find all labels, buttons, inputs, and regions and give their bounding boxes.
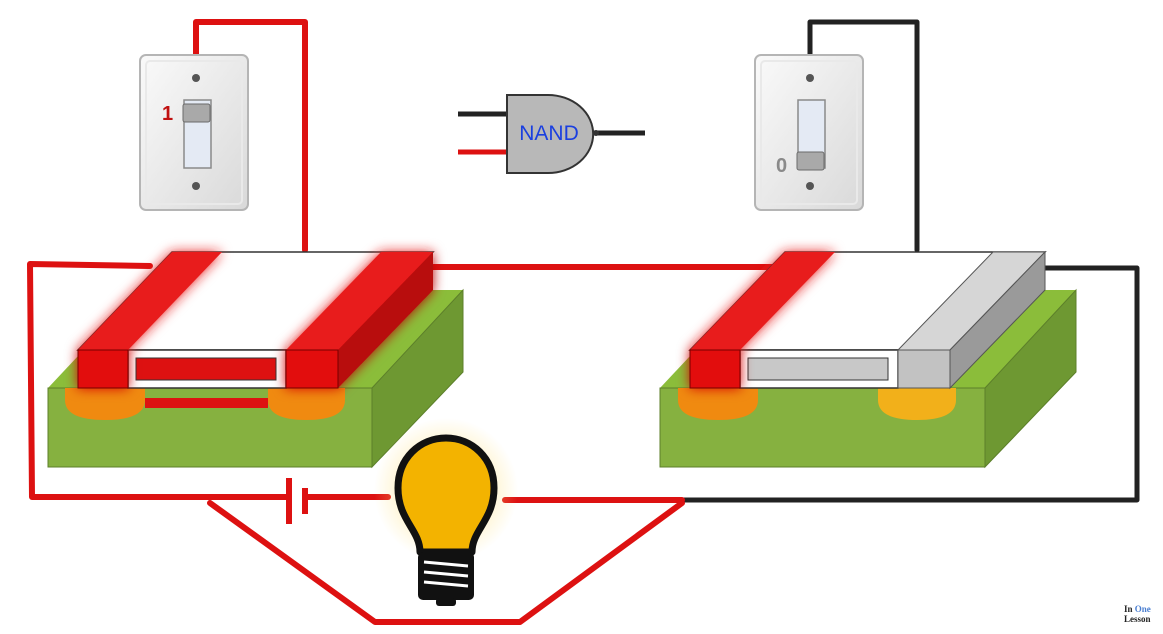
source-region [65, 388, 145, 420]
bulb-icon [394, 434, 498, 556]
channel-on [145, 398, 268, 408]
battery-symbol [286, 478, 308, 524]
toggle-lever-up[interactable] [182, 103, 211, 123]
drain-contact [285, 252, 433, 389]
screw-icon [806, 74, 814, 82]
toggle-lever-down[interactable] [796, 151, 825, 171]
gate-label: NAND [519, 122, 579, 145]
gate-electrode-off [747, 357, 889, 381]
switch-right-state: 0 [776, 155, 787, 177]
in-one-lesson-logo: In One Lesson [1124, 604, 1151, 624]
switch-right[interactable]: 0 [754, 54, 864, 211]
drain-region [268, 388, 345, 420]
switch-left[interactable]: 1 [139, 54, 249, 211]
switch-left-state: 1 [162, 103, 173, 125]
screw-icon [806, 182, 814, 190]
source-region [678, 388, 758, 420]
nand-gate: NAND [458, 94, 645, 174]
nand-gate-icon [506, 94, 595, 174]
transistor-left [47, 251, 464, 469]
wire-left-loop [27, 261, 291, 500]
gate-electrode-on [135, 357, 277, 381]
light-bulb [374, 418, 518, 606]
wires [27, 19, 1140, 625]
drain-region [878, 388, 956, 420]
wire-right-switch [807, 19, 920, 253]
screw-icon [192, 74, 200, 82]
wire-left-switch [193, 19, 308, 253]
bulb-base [418, 552, 474, 606]
source-contact [689, 252, 835, 389]
drain-contact [896, 250, 1047, 390]
wire-right-return [677, 265, 1140, 503]
transistor-right [659, 250, 1077, 469]
svg-text:In One: In One [1124, 604, 1151, 614]
source-contact [77, 252, 222, 389]
svg-text:Lesson: Lesson [1124, 614, 1151, 624]
wire-bottom-loop [207, 500, 685, 625]
screw-icon [192, 182, 200, 190]
